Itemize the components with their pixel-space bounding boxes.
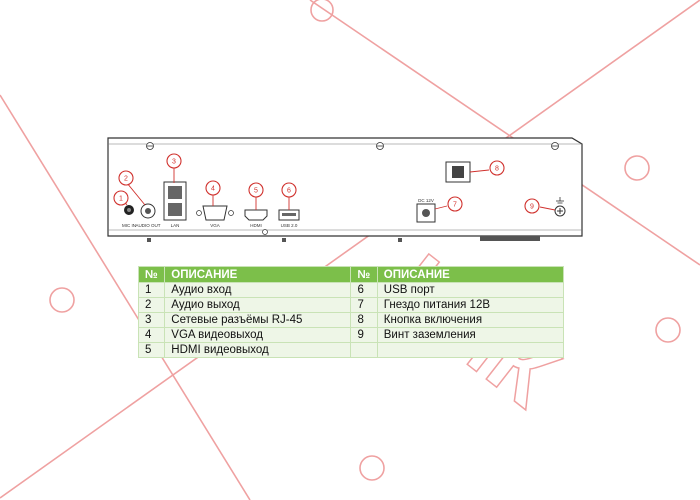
dc-label: DC 12V	[418, 198, 434, 203]
cell-desc-right: Гнездо питания 12В	[376, 297, 565, 313]
cell-desc-right	[376, 342, 565, 358]
cell-desc-left: Сетевые разъёмы RJ-45	[164, 312, 352, 328]
hdmi-label: HDMI	[250, 223, 262, 228]
cell-desc-left: VGA видеовыход	[164, 327, 352, 343]
callout-1: 1	[113, 190, 129, 206]
cell-num-right: 8	[350, 312, 378, 328]
cell-desc-right: Кнопка включения	[376, 312, 565, 328]
watermark-ring	[624, 155, 650, 181]
legend-table: № ОПИСАНИЕ № ОПИСАНИЕ 1 Аудио вход 6 USB…	[137, 266, 565, 358]
svg-text:7: 7	[453, 202, 457, 209]
watermark-ring	[49, 287, 75, 313]
lan-label: LAN	[171, 223, 180, 228]
cell-num-right: 6	[350, 282, 378, 298]
callout-3: 3	[166, 153, 182, 169]
callout-9: 9	[524, 198, 540, 214]
header-num-right: №	[350, 266, 378, 283]
svg-text:2: 2	[124, 176, 128, 183]
table-row: 5 HDMI видеовыход	[137, 342, 565, 358]
svg-text:5: 5	[254, 188, 258, 195]
screw-icon	[551, 142, 559, 150]
cell-num-left: 2	[137, 297, 166, 313]
cell-desc-left: HDMI видеовыход	[164, 342, 352, 358]
screw-icon	[146, 142, 154, 150]
cell-desc-right: Винт заземления	[376, 327, 565, 343]
cell-num-right: 9	[350, 327, 378, 343]
cell-num-left: 4	[137, 327, 166, 343]
table-row: 1 Аудио вход 6 USB порт	[137, 282, 565, 298]
watermark-ring	[655, 317, 681, 343]
callout-8: 8	[489, 160, 505, 176]
svg-text:1: 1	[119, 196, 123, 203]
cell-num-left: 1	[137, 282, 166, 298]
vga-label: VGA	[210, 223, 220, 228]
watermark-ring	[310, 0, 334, 22]
callout-2: 2	[118, 170, 134, 186]
screw-icon	[376, 142, 384, 150]
svg-text:9: 9	[530, 204, 534, 211]
svg-text:6: 6	[287, 188, 291, 195]
watermark-line	[0, 94, 251, 500]
cell-desc-right: USB порт	[376, 282, 565, 298]
svg-text:4: 4	[211, 186, 215, 193]
watermark-line	[309, 0, 700, 266]
svg-text:3: 3	[172, 159, 176, 166]
callout-leaders	[121, 168, 556, 211]
header-desc-left: ОПИСАНИЕ	[164, 266, 352, 283]
audio-out-label: AUDIO OUT	[135, 223, 160, 228]
cell-num-left: 5	[137, 342, 166, 358]
cell-desc-left: Аудио выход	[164, 297, 352, 313]
callout-5: 5	[248, 182, 264, 198]
table-header-row: № ОПИСАНИЕ № ОПИСАНИЕ	[137, 266, 565, 283]
cell-num-right: 7	[350, 297, 378, 313]
callout-7: 7	[447, 196, 463, 212]
cell-num-right	[350, 342, 378, 358]
header-desc-right: ОПИСАНИЕ	[376, 266, 565, 283]
table-row: 4 VGA видеовыход 9 Винт заземления	[137, 327, 565, 343]
cell-num-left: 3	[137, 312, 166, 328]
hdmi-port	[244, 209, 268, 221]
callout-4: 4	[205, 180, 221, 196]
cell-desc-left: Аудио вход	[164, 282, 352, 298]
ground-icon	[556, 197, 564, 204]
watermark-ring	[359, 455, 385, 481]
header-num-left: №	[137, 266, 166, 283]
callout-6: 6	[281, 182, 297, 198]
table-row: 2 Аудио выход 7 Гнездо питания 12В	[137, 297, 565, 313]
usb-label: USB 2.0	[281, 223, 298, 228]
mic-in-label: MIC IN	[122, 223, 136, 228]
panel-foot	[480, 236, 540, 241]
screw-icon	[262, 229, 268, 235]
svg-text:8: 8	[495, 166, 499, 173]
device-rear-panel: MIC IN AUDIO OUT LAN VGA HDMI USB 2.0 DC…	[107, 137, 583, 242]
vga-port	[202, 205, 228, 221]
table-row: 3 Сетевые разъёмы RJ-45 8 Кнопка включен…	[137, 312, 565, 328]
